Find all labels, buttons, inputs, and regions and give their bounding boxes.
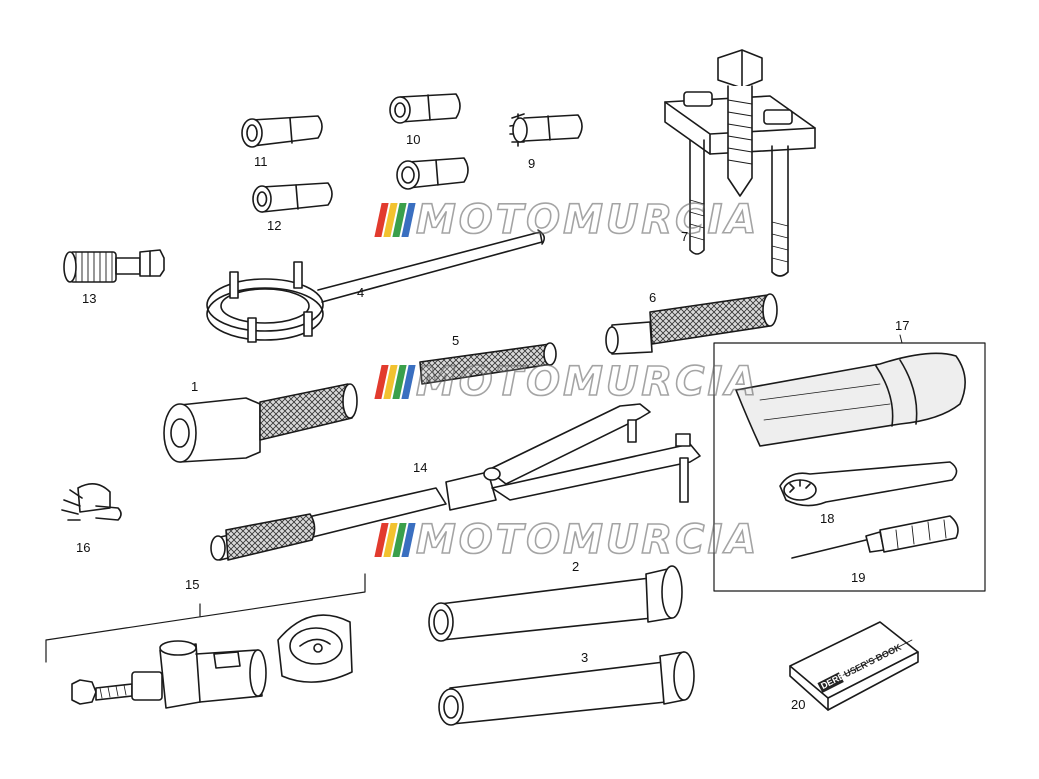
part-14-holding-tool xyxy=(210,403,701,561)
watermark-stripes xyxy=(374,365,416,399)
label-12: 12 xyxy=(267,218,282,233)
part-16-tool xyxy=(61,483,122,521)
part-19-screwdriver xyxy=(791,515,959,559)
part-13-adaptor xyxy=(63,249,165,283)
part-17-box xyxy=(713,342,986,592)
part-6-drift xyxy=(605,293,778,355)
label-4: 4 xyxy=(357,285,365,300)
label-1: 1 xyxy=(191,379,199,394)
part-17-tool-bag xyxy=(735,352,966,447)
part-12-bush xyxy=(252,182,333,213)
watermark-text: MOTOMURCIA xyxy=(415,196,760,244)
part-20-users-book: DERBI USER'S BOOK xyxy=(789,621,919,711)
part-bush-lower xyxy=(396,157,469,190)
watermark-stripes xyxy=(374,523,416,557)
label-5: 5 xyxy=(452,333,460,348)
watermark-bottom: MOTOMURCIA xyxy=(374,516,760,564)
label-2: 2 xyxy=(572,559,580,574)
part-3-pipe xyxy=(438,651,695,726)
label-7: 7 xyxy=(681,229,689,244)
part-11-bush xyxy=(241,115,323,148)
label-20: 20 xyxy=(791,697,806,712)
label-3: 3 xyxy=(581,650,589,665)
label-6: 6 xyxy=(649,290,657,305)
part-9-splined-bush xyxy=(509,113,583,147)
part-18-c-spanner xyxy=(779,461,958,507)
part-4-pin-spanner xyxy=(206,229,546,343)
label-10: 10 xyxy=(406,132,421,147)
label-14: 14 xyxy=(413,460,428,475)
watermark-text: MOTOMURCIA xyxy=(415,358,760,406)
label-15: 15 xyxy=(185,577,200,592)
watermark-text: MOTOMURCIA xyxy=(415,516,760,564)
label-9: 9 xyxy=(528,156,536,171)
part-10-bush xyxy=(389,93,461,124)
label-16: 16 xyxy=(76,540,91,555)
watermark-middle: MOTOMURCIA xyxy=(374,358,760,406)
label-18: 18 xyxy=(820,511,835,526)
label-13: 13 xyxy=(82,291,97,306)
part-1-drift xyxy=(163,383,358,463)
watermark-top: MOTOMURCIA xyxy=(374,196,760,244)
label-11: 11 xyxy=(254,154,268,169)
part-5-handle xyxy=(419,342,557,385)
part-7-puller xyxy=(664,49,816,277)
part-15-extractor xyxy=(45,573,366,709)
watermark-stripes xyxy=(374,203,416,237)
label-19: 19 xyxy=(851,570,866,585)
label-17: 17 xyxy=(895,318,910,333)
part-2-pipe xyxy=(428,565,683,642)
